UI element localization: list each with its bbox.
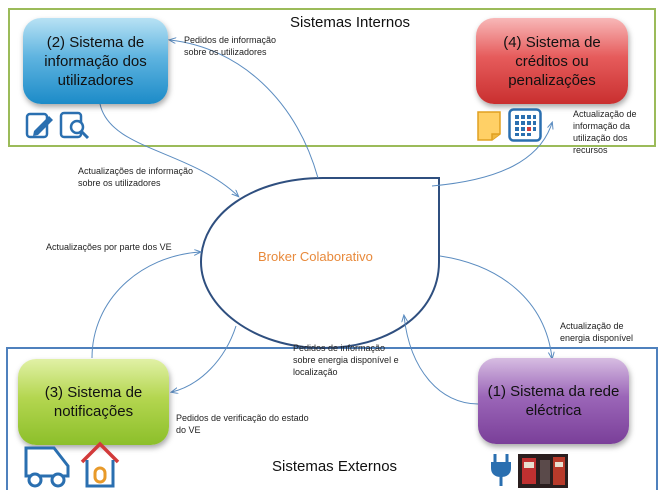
power-plug-icon bbox=[491, 454, 511, 486]
vehicle-icon bbox=[24, 446, 70, 488]
label-requests-energy-line-3: localização bbox=[293, 367, 338, 377]
label-updates-ve: Actualizações por parte dos VE bbox=[46, 242, 172, 252]
edit-document-icon bbox=[25, 112, 53, 139]
label-updates-resources-line-3: utilização dos bbox=[573, 133, 628, 143]
label-updates-resources-line-4: recursos bbox=[573, 145, 608, 155]
label-updates-resources-line-1: Actualização de bbox=[573, 109, 637, 119]
label-verify-ve: Pedidos de verificação do estado do VE bbox=[176, 412, 309, 436]
credits-system-line-1: (4) Sistema de bbox=[503, 33, 601, 51]
arrow-updates-resources bbox=[431, 123, 552, 187]
label-updates-users-line-1: Actualizações de informação bbox=[78, 166, 194, 176]
users-system-line-2: informação dos bbox=[44, 52, 147, 70]
grid-system-line-2: eléctrica bbox=[525, 402, 582, 419]
users-information-system: (2) Sistema de informação dos utilizador… bbox=[23, 18, 168, 104]
credits-system-line-3: penalizações bbox=[508, 71, 596, 89]
power-grid-system: (1) Sistema da rede eléctrica bbox=[478, 358, 629, 444]
label-verify-ve-line-2: do VE bbox=[176, 425, 201, 435]
label-verify-ve-line-1: Pedidos de verificação do estado bbox=[176, 413, 309, 423]
users-system-line-1: (2) Sistema de bbox=[46, 33, 145, 51]
label-requests-energy-line-1: Pedidos de informação bbox=[293, 343, 386, 353]
label-update-energy-line-2: energia disponível bbox=[560, 333, 634, 343]
notifications-system-line-1: (3) Sistema de bbox=[44, 384, 143, 401]
users-system-line-3: utilizadores bbox=[57, 71, 134, 89]
label-updates-resources: Actualização de informação da utilização… bbox=[573, 108, 637, 156]
internal-systems-title: Sistemas Internos bbox=[290, 14, 411, 31]
arrow-update-energy bbox=[439, 255, 552, 358]
credits-penalties-system: (4) Sistema de créditos ou penalizações bbox=[476, 18, 628, 104]
internal-systems-frame bbox=[8, 8, 656, 147]
label-requests-users-line-1: Pedidos de informação bbox=[184, 35, 277, 45]
label-requests-energy-line-2: sobre energia disponível e bbox=[293, 355, 399, 365]
arrow-verify-ve bbox=[172, 325, 237, 392]
calendar-grid-icon bbox=[508, 108, 542, 142]
ev-charging-station-photo bbox=[518, 454, 568, 488]
label-updates-resources-line-2: informação da bbox=[573, 121, 631, 131]
arrow-updates-ve bbox=[91, 252, 200, 359]
broker-shape bbox=[199, 177, 440, 350]
broker-label: Broker Colaborativo bbox=[258, 249, 373, 264]
grid-system-line-1: (1) Sistema da rede bbox=[487, 383, 620, 400]
label-update-energy-line-1: Actualização de bbox=[560, 321, 624, 331]
credits-system-line-2: créditos ou bbox=[515, 52, 589, 70]
note-icon bbox=[477, 111, 501, 141]
arrow-updates-users bbox=[99, 103, 238, 196]
label-updates-users: Actualizações de informação sobre os uti… bbox=[78, 165, 193, 189]
arrow-requests-users bbox=[170, 40, 319, 179]
label-update-energy: Actualização de energia disponível bbox=[560, 320, 633, 344]
notifications-system: (3) Sistema de notificações bbox=[18, 359, 169, 445]
label-requests-energy: Pedidos de informação sobre energia disp… bbox=[293, 342, 399, 378]
label-updates-users-line-2: sobre os utilizadores bbox=[78, 178, 161, 188]
home-icon bbox=[80, 441, 120, 488]
label-requests-users: Pedidos de informação sobre os utilizado… bbox=[184, 34, 276, 58]
search-document-icon bbox=[59, 111, 90, 140]
notifications-system-line-2: notificações bbox=[53, 403, 134, 420]
external-systems-title: Sistemas Externos bbox=[272, 458, 398, 475]
label-requests-users-line-2: sobre os utilizadores bbox=[184, 47, 267, 57]
arrow-requests-energy bbox=[404, 316, 479, 405]
